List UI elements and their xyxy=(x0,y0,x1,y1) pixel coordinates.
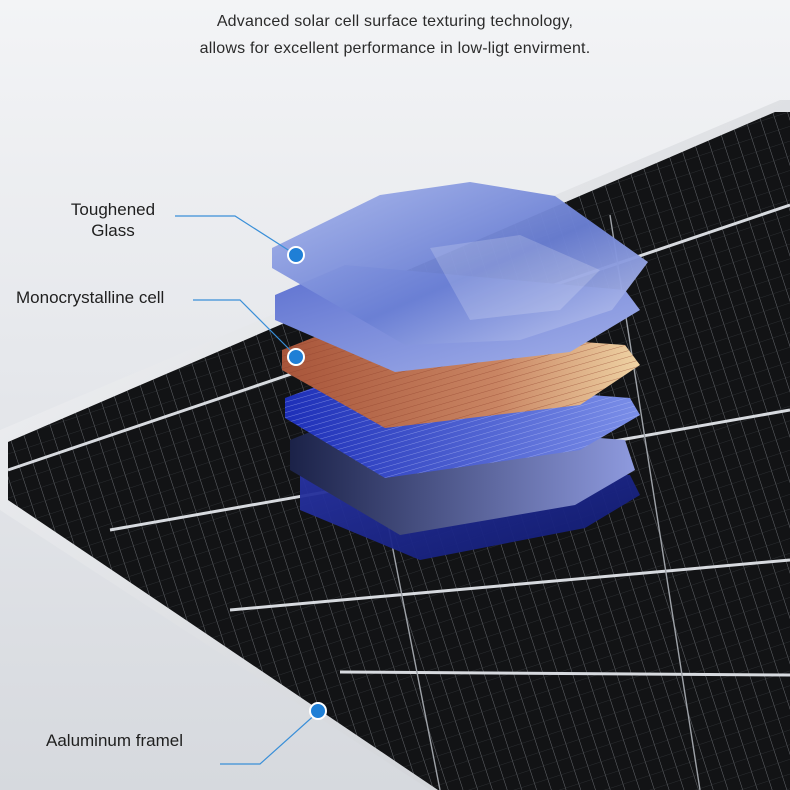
glass-label-line-1: Toughened xyxy=(70,200,156,219)
glass-label: Toughened Glass xyxy=(48,199,178,241)
glass-callout-dot xyxy=(287,246,305,264)
headline-line-2: allows for excellent performance in low-… xyxy=(199,40,591,57)
headline-line-1: Advanced solar cell surface texturing te… xyxy=(216,13,574,30)
frame-label: Aaluminum framel xyxy=(46,731,183,750)
callout-lines xyxy=(175,215,319,765)
headline: Advanced solar cell surface texturing te… xyxy=(0,8,790,62)
cell-callout-dot xyxy=(287,348,305,366)
cell-label: Monocrystalline cell xyxy=(16,288,165,307)
frame-callout-dot xyxy=(309,702,327,720)
toughened-glass-layer xyxy=(272,182,648,345)
glass-label-line-2: Glass xyxy=(91,221,135,240)
